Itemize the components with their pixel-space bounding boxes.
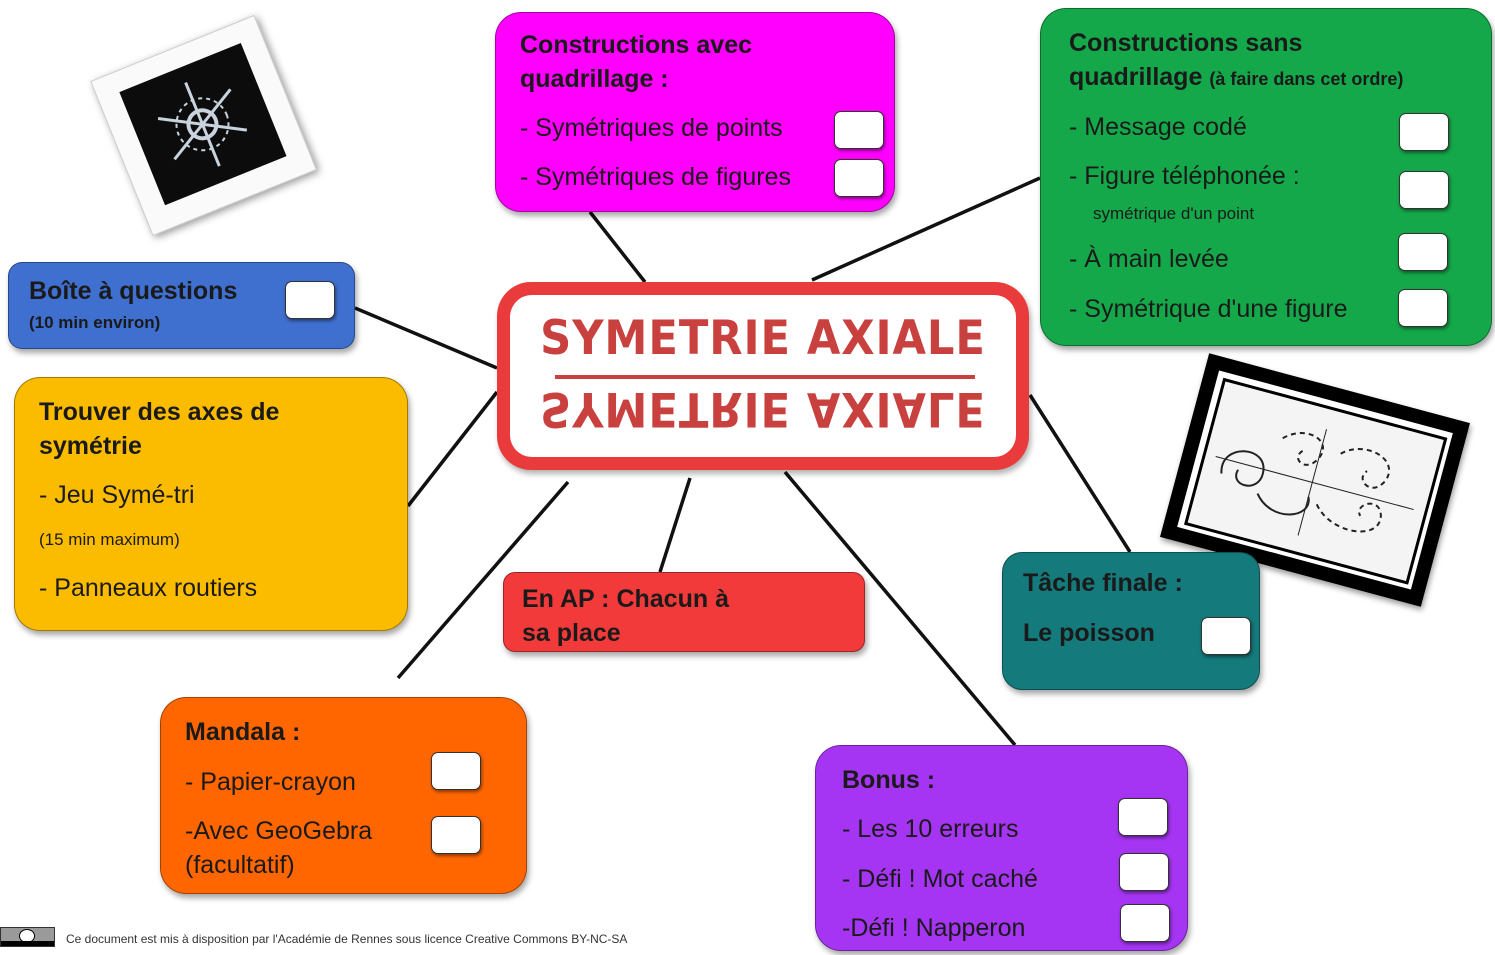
connector-ap	[658, 477, 692, 573]
node-title: sa place	[522, 619, 621, 647]
central-title: SYMETRIE AXIALE	[540, 311, 986, 366]
checkbox-symetriques-figures[interactable]	[834, 159, 884, 197]
item-napperon: -Défi ! Napperon	[842, 914, 1026, 942]
item-symetriques-figures: - Symétriques de figures	[520, 163, 791, 191]
checkbox-message-code[interactable]	[1399, 113, 1449, 151]
item-papier-crayon: - Papier-crayon	[185, 768, 356, 796]
checkbox-figure-telephonee[interactable]	[1399, 171, 1449, 209]
snowflake-image	[119, 43, 287, 206]
checkbox-mot-cache[interactable]	[1119, 853, 1169, 891]
node-title: symétrie	[39, 432, 142, 460]
central-title-reflection: SYMETRIE AXIALE	[540, 381, 986, 436]
node-title: En AP : Chacun à	[522, 585, 729, 613]
ornament-icon	[1215, 429, 1414, 536]
item-mot-cache: - Défi ! Mot caché	[842, 865, 1038, 893]
connector-tache	[1028, 394, 1132, 553]
node-title: quadrillage :	[520, 65, 669, 93]
checkbox-boite-questions[interactable]	[285, 281, 335, 319]
item-geogebra: -Avec GeoGebra	[185, 817, 373, 845]
node-en-ap: En AP : Chacun à sa place	[503, 572, 865, 652]
node-title: quadrillage (à faire dans cet ordre)	[1069, 63, 1403, 92]
cc-license-badge-icon	[0, 927, 55, 947]
node-title: Boîte à questions	[29, 277, 238, 305]
connector-boite	[354, 306, 498, 370]
node-title: Trouver des axes de	[39, 398, 280, 426]
node-trouver-axes: Trouver des axes de symétrie - Jeu Symé-…	[14, 377, 408, 631]
checkbox-main-levee[interactable]	[1398, 233, 1448, 271]
license-text: Ce document est mis à disposition par l'…	[66, 932, 628, 946]
node-bonus: Bonus : - Les 10 erreurs - Défi ! Mot ca…	[815, 745, 1188, 951]
node-title: Mandala :	[185, 718, 301, 746]
connector-mandala	[396, 480, 570, 680]
item-geogebra-sub: (facultatif)	[185, 851, 295, 879]
node-tache-finale: Tâche finale : Le poisson	[1002, 552, 1260, 690]
checkbox-papier-crayon[interactable]	[431, 752, 481, 790]
item-symetriques-points: - Symétriques de points	[520, 114, 783, 142]
node-title: Constructions sans	[1069, 29, 1303, 57]
node-boite-questions: Boîte à questions (10 min environ)	[8, 262, 355, 349]
node-subtitle: (10 min environ)	[29, 313, 161, 332]
item-panneaux-routiers: - Panneaux routiers	[39, 574, 258, 602]
checkbox-napperon[interactable]	[1120, 904, 1170, 942]
snowflake-photo	[90, 14, 317, 237]
checkbox-geogebra[interactable]	[431, 816, 481, 854]
item-jeu-symetri: - Jeu Symé-tri	[39, 481, 195, 509]
item-jeu-symetri-sub: (15 min maximum)	[39, 530, 180, 549]
checkbox-symetriques-points[interactable]	[834, 111, 884, 149]
node-title: Le poisson	[1023, 619, 1155, 647]
connector-constructions-avec	[588, 210, 647, 284]
checkbox-symetrique-figure[interactable]	[1398, 289, 1448, 327]
symmetry-axis-line	[555, 375, 975, 379]
item-10-erreurs: - Les 10 erreurs	[842, 815, 1019, 843]
node-title: Constructions avec	[520, 31, 753, 59]
node-title: Bonus :	[842, 766, 936, 794]
node-mandala: Mandala : - Papier-crayon -Avec GeoGebra…	[160, 697, 527, 894]
connector-bonus	[783, 470, 1017, 747]
central-node-inner: SYMETRIE AXIALE SYMETRIE AXIALE	[510, 295, 1016, 457]
checkbox-le-poisson[interactable]	[1201, 617, 1251, 655]
item-figure-telephonee-sub: symétrique d'un point	[1093, 204, 1255, 223]
ornament-frame-picture	[1160, 353, 1470, 607]
node-title: Tâche finale :	[1023, 569, 1183, 597]
item-symetrique-figure: - Symétrique d'une figure	[1069, 295, 1348, 323]
central-node: SYMETRIE AXIALE SYMETRIE AXIALE	[497, 282, 1029, 470]
snowflake-icon	[157, 82, 248, 167]
title-note: (à faire dans cet ordre)	[1209, 69, 1404, 89]
item-main-levee: - À main levée	[1069, 245, 1229, 273]
connector-trouver	[406, 390, 499, 508]
item-message-code: - Message codé	[1069, 113, 1247, 141]
node-constructions-avec: Constructions avec quadrillage : - Symét…	[495, 12, 895, 212]
title-part: quadrillage	[1069, 63, 1203, 91]
item-figure-telephonee: - Figure téléphonée :	[1069, 162, 1300, 190]
node-constructions-sans: Constructions sans quadrillage (à faire …	[1040, 8, 1492, 346]
connector-constructions-sans	[811, 176, 1041, 282]
checkbox-10-erreurs[interactable]	[1118, 798, 1168, 836]
